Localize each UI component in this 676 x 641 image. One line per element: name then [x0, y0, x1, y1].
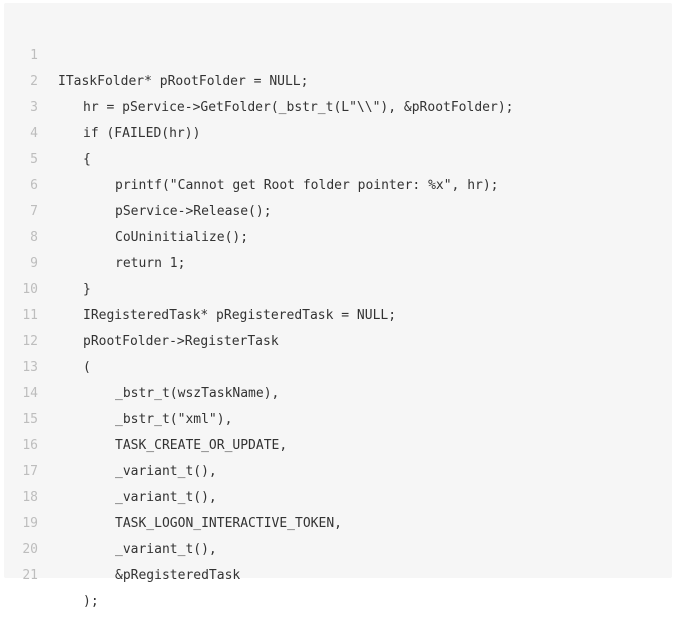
code-line: 20 &pRegisteredTask — [4, 511, 672, 583]
line-code: ( — [83, 360, 91, 375]
line-number: 13 — [22, 360, 38, 375]
code-line: 12 ( — [4, 303, 672, 375]
line-number: 11 — [22, 308, 38, 323]
line-number: 18 — [22, 490, 38, 505]
line-number: 16 — [22, 438, 38, 453]
line-number: 5 — [30, 152, 38, 167]
code-line: 3 if (FAILED(hr)) — [4, 69, 672, 141]
line-code: pRootFolder->RegisterTask — [83, 334, 279, 349]
code-line: 1 ITaskFolder* pRootFolder = NULL; — [4, 17, 672, 89]
line-code: ITaskFolder* pRootFolder = NULL; — [58, 74, 309, 89]
line-number: 17 — [22, 464, 38, 479]
line-code: TASK_CREATE_OR_UPDATE, — [115, 438, 288, 453]
code-line: 15 TASK_CREATE_OR_UPDATE, — [4, 381, 672, 453]
code-block: 1 ITaskFolder* pRootFolder = NULL; 2 hr … — [4, 3, 672, 609]
code-line: 11 pRootFolder->RegisterTask — [4, 277, 672, 349]
line-code: _bstr_t("xml"), — [115, 412, 233, 427]
code-line: 14 _bstr_t("xml"), — [4, 355, 672, 427]
code-line: 8 return 1; — [4, 199, 672, 271]
line-code: } — [83, 282, 91, 297]
line-code: printf("Cannot get Root folder pointer: … — [115, 178, 499, 193]
line-number: 3 — [30, 100, 38, 115]
line-number: 19 — [22, 516, 38, 531]
line-number: 8 — [30, 230, 38, 245]
line-code: _variant_t(), — [115, 490, 217, 505]
line-number: 6 — [30, 178, 38, 193]
code-line: 4 { — [4, 95, 672, 167]
line-code: &pRegisteredTask — [115, 568, 241, 583]
code-line: 16 _variant_t(), — [4, 407, 672, 479]
line-number: 2 — [30, 74, 38, 89]
line-code: return 1; — [115, 256, 186, 271]
line-code: CoUninitialize(); — [115, 230, 249, 245]
line-code: ); — [83, 594, 99, 609]
line-number: 20 — [22, 542, 38, 557]
code-line: 6 pService->Release(); — [4, 147, 672, 219]
line-number: 12 — [22, 334, 38, 349]
code-line: 13 _bstr_t(wszTaskName), — [4, 329, 672, 401]
code-line: 9 } — [4, 225, 672, 297]
line-number: 7 — [30, 204, 38, 219]
line-number: 1 — [30, 48, 38, 63]
code-line: 21 ); — [4, 537, 672, 609]
line-code: _variant_t(), — [115, 464, 217, 479]
line-number: 4 — [30, 126, 38, 141]
line-code: hr = pService->GetFolder(_bstr_t(L"\\"),… — [83, 100, 514, 115]
line-code: pService->Release(); — [115, 204, 272, 219]
line-code: if (FAILED(hr)) — [83, 126, 201, 141]
line-number: 10 — [22, 282, 38, 297]
line-code: { — [83, 152, 91, 167]
line-code: IRegisteredTask* pRegisteredTask = NULL; — [83, 308, 397, 323]
code-line: 5 printf("Cannot get Root folder pointer… — [4, 121, 672, 193]
code-line: 19 _variant_t(), — [4, 485, 672, 557]
line-number: 21 — [22, 568, 38, 583]
line-number: 14 — [22, 386, 38, 401]
line-number: 9 — [30, 256, 38, 271]
line-code: _variant_t(), — [115, 542, 217, 557]
line-code: TASK_LOGON_INTERACTIVE_TOKEN, — [115, 516, 342, 531]
code-line: 18 TASK_LOGON_INTERACTIVE_TOKEN, — [4, 459, 672, 531]
code-line: 7 CoUninitialize(); — [4, 173, 672, 245]
code-line: 10 IRegisteredTask* pRegisteredTask = NU… — [4, 251, 672, 323]
line-number: 15 — [22, 412, 38, 427]
code-line: 2 hr = pService->GetFolder(_bstr_t(L"\\"… — [4, 43, 672, 115]
line-code: _bstr_t(wszTaskName), — [115, 386, 280, 401]
code-line: 17 _variant_t(), — [4, 433, 672, 505]
